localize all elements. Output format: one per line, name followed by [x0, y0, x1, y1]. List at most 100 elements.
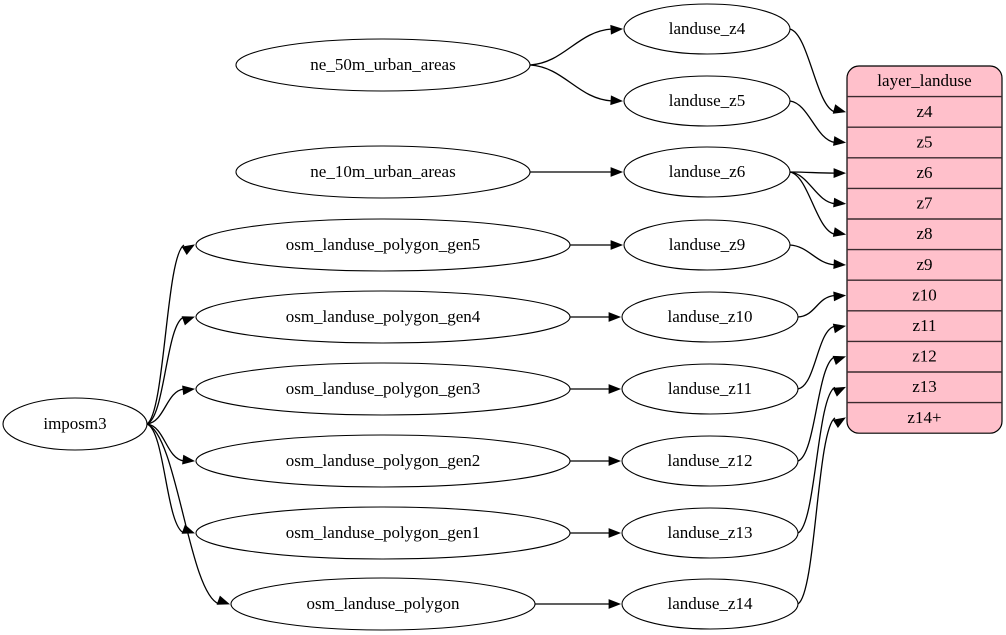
- node-shape-osm_landuse_polygon_gen1: [195, 506, 571, 560]
- node-imposm3[interactable]: imposm3: [2, 397, 148, 451]
- edges-layer: [146, 24, 847, 609]
- node-label-osm_landuse_polygon_gen2: osm_landuse_polygon_gen2: [286, 451, 481, 470]
- layer-table-row-z12[interactable]: z12: [912, 347, 937, 366]
- edge-arrowhead: [610, 167, 624, 177]
- node-label-osm_landuse_polygon: osm_landuse_polygon: [307, 594, 460, 613]
- edge-arrowhead: [608, 528, 622, 538]
- edge-landuse_z12-to-z12: [797, 356, 836, 462]
- edge-arrowhead: [832, 323, 847, 334]
- edge-arrowhead: [216, 595, 231, 605]
- node-label-landuse_z13: landuse_z13: [668, 523, 753, 542]
- edge-imposm3-to-osm_landuse_polygon: [146, 423, 220, 605]
- edge-landuse_z14-to-z14+: [797, 417, 836, 605]
- layer-table-cell-z13: z13: [912, 377, 937, 396]
- node-label-landuse_z12: landuse_z12: [668, 451, 753, 470]
- node-landuse_z5[interactable]: landuse_z5: [623, 75, 791, 127]
- edge-ne_50m_urban_areas-to-landuse_z5: [529, 64, 613, 102]
- node-label-ne_10m_urban_areas: ne_10m_urban_areas: [310, 162, 455, 181]
- node-shape-osm_landuse_polygon_gen4: [195, 290, 571, 344]
- node-ne_10m_urban_areas[interactable]: ne_10m_urban_areas: [235, 145, 531, 199]
- edge-arrowhead: [181, 244, 195, 256]
- edge-arrowhead: [833, 168, 847, 178]
- node-label-osm_landuse_polygon_gen1: osm_landuse_polygon_gen1: [286, 523, 481, 542]
- node-landuse_z10[interactable]: landuse_z10: [621, 291, 799, 343]
- edge-arrowhead: [832, 417, 846, 429]
- node-landuse_z6[interactable]: landuse_z6: [623, 146, 791, 198]
- node-osm_landuse_polygon[interactable]: osm_landuse_polygon: [230, 577, 536, 631]
- layer-table-row-z5[interactable]: z5: [916, 132, 932, 151]
- edge-landuse_z5-to-z5: [789, 100, 836, 144]
- node-shape-osm_landuse_polygon_gen3: [195, 362, 571, 416]
- layer-table-row-z11[interactable]: z11: [913, 316, 937, 335]
- node-landuse_z14[interactable]: landuse_z14: [621, 578, 799, 630]
- edge-imposm3-to-osm_landuse_polygon_gen5: [146, 244, 185, 425]
- edge-arrowhead: [182, 385, 196, 396]
- node-label-landuse_z9: landuse_z9: [669, 235, 745, 254]
- node-shape-ne_10m_urban_areas: [235, 145, 531, 199]
- node-label-landuse_z4: landuse_z4: [669, 19, 746, 38]
- edge-landuse_z6-to-z7: [789, 171, 836, 205]
- node-osm_landuse_polygon_gen3[interactable]: osm_landuse_polygon_gen3: [195, 362, 571, 416]
- edge-arrowhead: [608, 384, 622, 394]
- node-label-landuse_z6: landuse_z6: [669, 162, 745, 181]
- node-shape-landuse_z9: [623, 219, 791, 271]
- edge-ne_50m_urban_areas-to-landuse_z4: [529, 28, 613, 66]
- edge-imposm3-to-osm_landuse_polygon_gen1: [146, 423, 185, 534]
- node-shape-landuse_z10: [621, 291, 799, 343]
- node-shape-osm_landuse_polygon: [230, 577, 536, 631]
- layer-table-row-z7[interactable]: z7: [916, 194, 933, 213]
- node-shape-ne_50m_urban_areas: [235, 38, 531, 92]
- edge-arrowhead: [610, 95, 624, 106]
- nodes-layer: imposm3 ne_50m_urban_areas ne_10m_urban_ar…: [2, 3, 799, 631]
- edge-arrowhead: [833, 136, 847, 146]
- node-label-osm_landuse_polygon_gen4: osm_landuse_polygon_gen4: [286, 307, 481, 326]
- layer-table-row-z13[interactable]: z13: [912, 377, 937, 396]
- node-shape-landuse_z14: [621, 578, 799, 630]
- layer-table-row-z10[interactable]: z10: [912, 285, 937, 304]
- node-shape-osm_landuse_polygon_gen2: [195, 434, 571, 488]
- node-landuse_z13[interactable]: landuse_z13: [621, 507, 799, 559]
- layer-landuse-table: layer_landusez4z5z6z7z8z9z10z11z12z13z14…: [846, 65, 1003, 434]
- edge-arrowhead: [833, 259, 847, 270]
- edge-arrowhead: [608, 312, 622, 322]
- layer-table-row-z4[interactable]: z4: [916, 102, 933, 121]
- node-landuse_z12[interactable]: landuse_z12: [621, 435, 799, 487]
- edge-arrowhead: [833, 197, 847, 208]
- node-landuse_z4[interactable]: landuse_z4: [623, 3, 791, 55]
- node-landuse_z11[interactable]: landuse_z11: [621, 363, 799, 415]
- layer-table-cell-z4: z4: [916, 102, 933, 121]
- edge-landuse_z11-to-z11: [797, 325, 836, 390]
- node-osm_landuse_polygon_gen4[interactable]: osm_landuse_polygon_gen4: [195, 290, 571, 344]
- node-osm_landuse_polygon_gen1[interactable]: osm_landuse_polygon_gen1: [195, 506, 571, 560]
- node-label-landuse_z14: landuse_z14: [668, 594, 753, 613]
- layer-table-row-z14+[interactable]: z14+: [907, 408, 941, 427]
- node-shape-imposm3: [2, 397, 148, 451]
- edge-arrowhead: [610, 240, 624, 250]
- edge-arrowhead: [608, 599, 622, 609]
- node-label-ne_50m_urban_areas: ne_50m_urban_areas: [310, 55, 455, 74]
- edge-landuse_z13-to-z13: [797, 386, 836, 534]
- node-ne_50m_urban_areas[interactable]: ne_50m_urban_areas: [235, 38, 531, 92]
- layer-table-row-z6[interactable]: z6: [916, 163, 932, 182]
- edge-landuse_z9-to-z9: [789, 244, 836, 266]
- node-label-imposm3: imposm3: [43, 414, 106, 433]
- layer-table-row-z9[interactable]: z9: [916, 255, 932, 274]
- node-osm_landuse_polygon_gen5[interactable]: osm_landuse_polygon_gen5: [195, 218, 571, 272]
- node-label-landuse_z11: landuse_z11: [668, 379, 752, 398]
- layer-table-cell-z8: z8: [916, 224, 932, 243]
- edge-imposm3-to-osm_landuse_polygon_gen2: [146, 423, 185, 462]
- node-shape-osm_landuse_polygon_gen5: [195, 218, 571, 272]
- layer-table-cell-z6: z6: [916, 163, 932, 182]
- edge-arrowhead: [181, 316, 196, 326]
- layer-table-cell-z12: z12: [912, 347, 937, 366]
- node-shape-landuse_z13: [621, 507, 799, 559]
- node-landuse_z9[interactable]: landuse_z9: [623, 219, 791, 271]
- layer-table-row-z8[interactable]: z8: [916, 224, 932, 243]
- edge-arrowhead: [610, 24, 624, 35]
- edge-arrowhead: [608, 456, 622, 466]
- layer-table-cell-z14+: z14+: [907, 408, 941, 427]
- layer-table-cell-z7: z7: [916, 194, 933, 213]
- node-shape-landuse_z11: [621, 363, 799, 415]
- node-osm_landuse_polygon_gen2[interactable]: osm_landuse_polygon_gen2: [195, 434, 571, 488]
